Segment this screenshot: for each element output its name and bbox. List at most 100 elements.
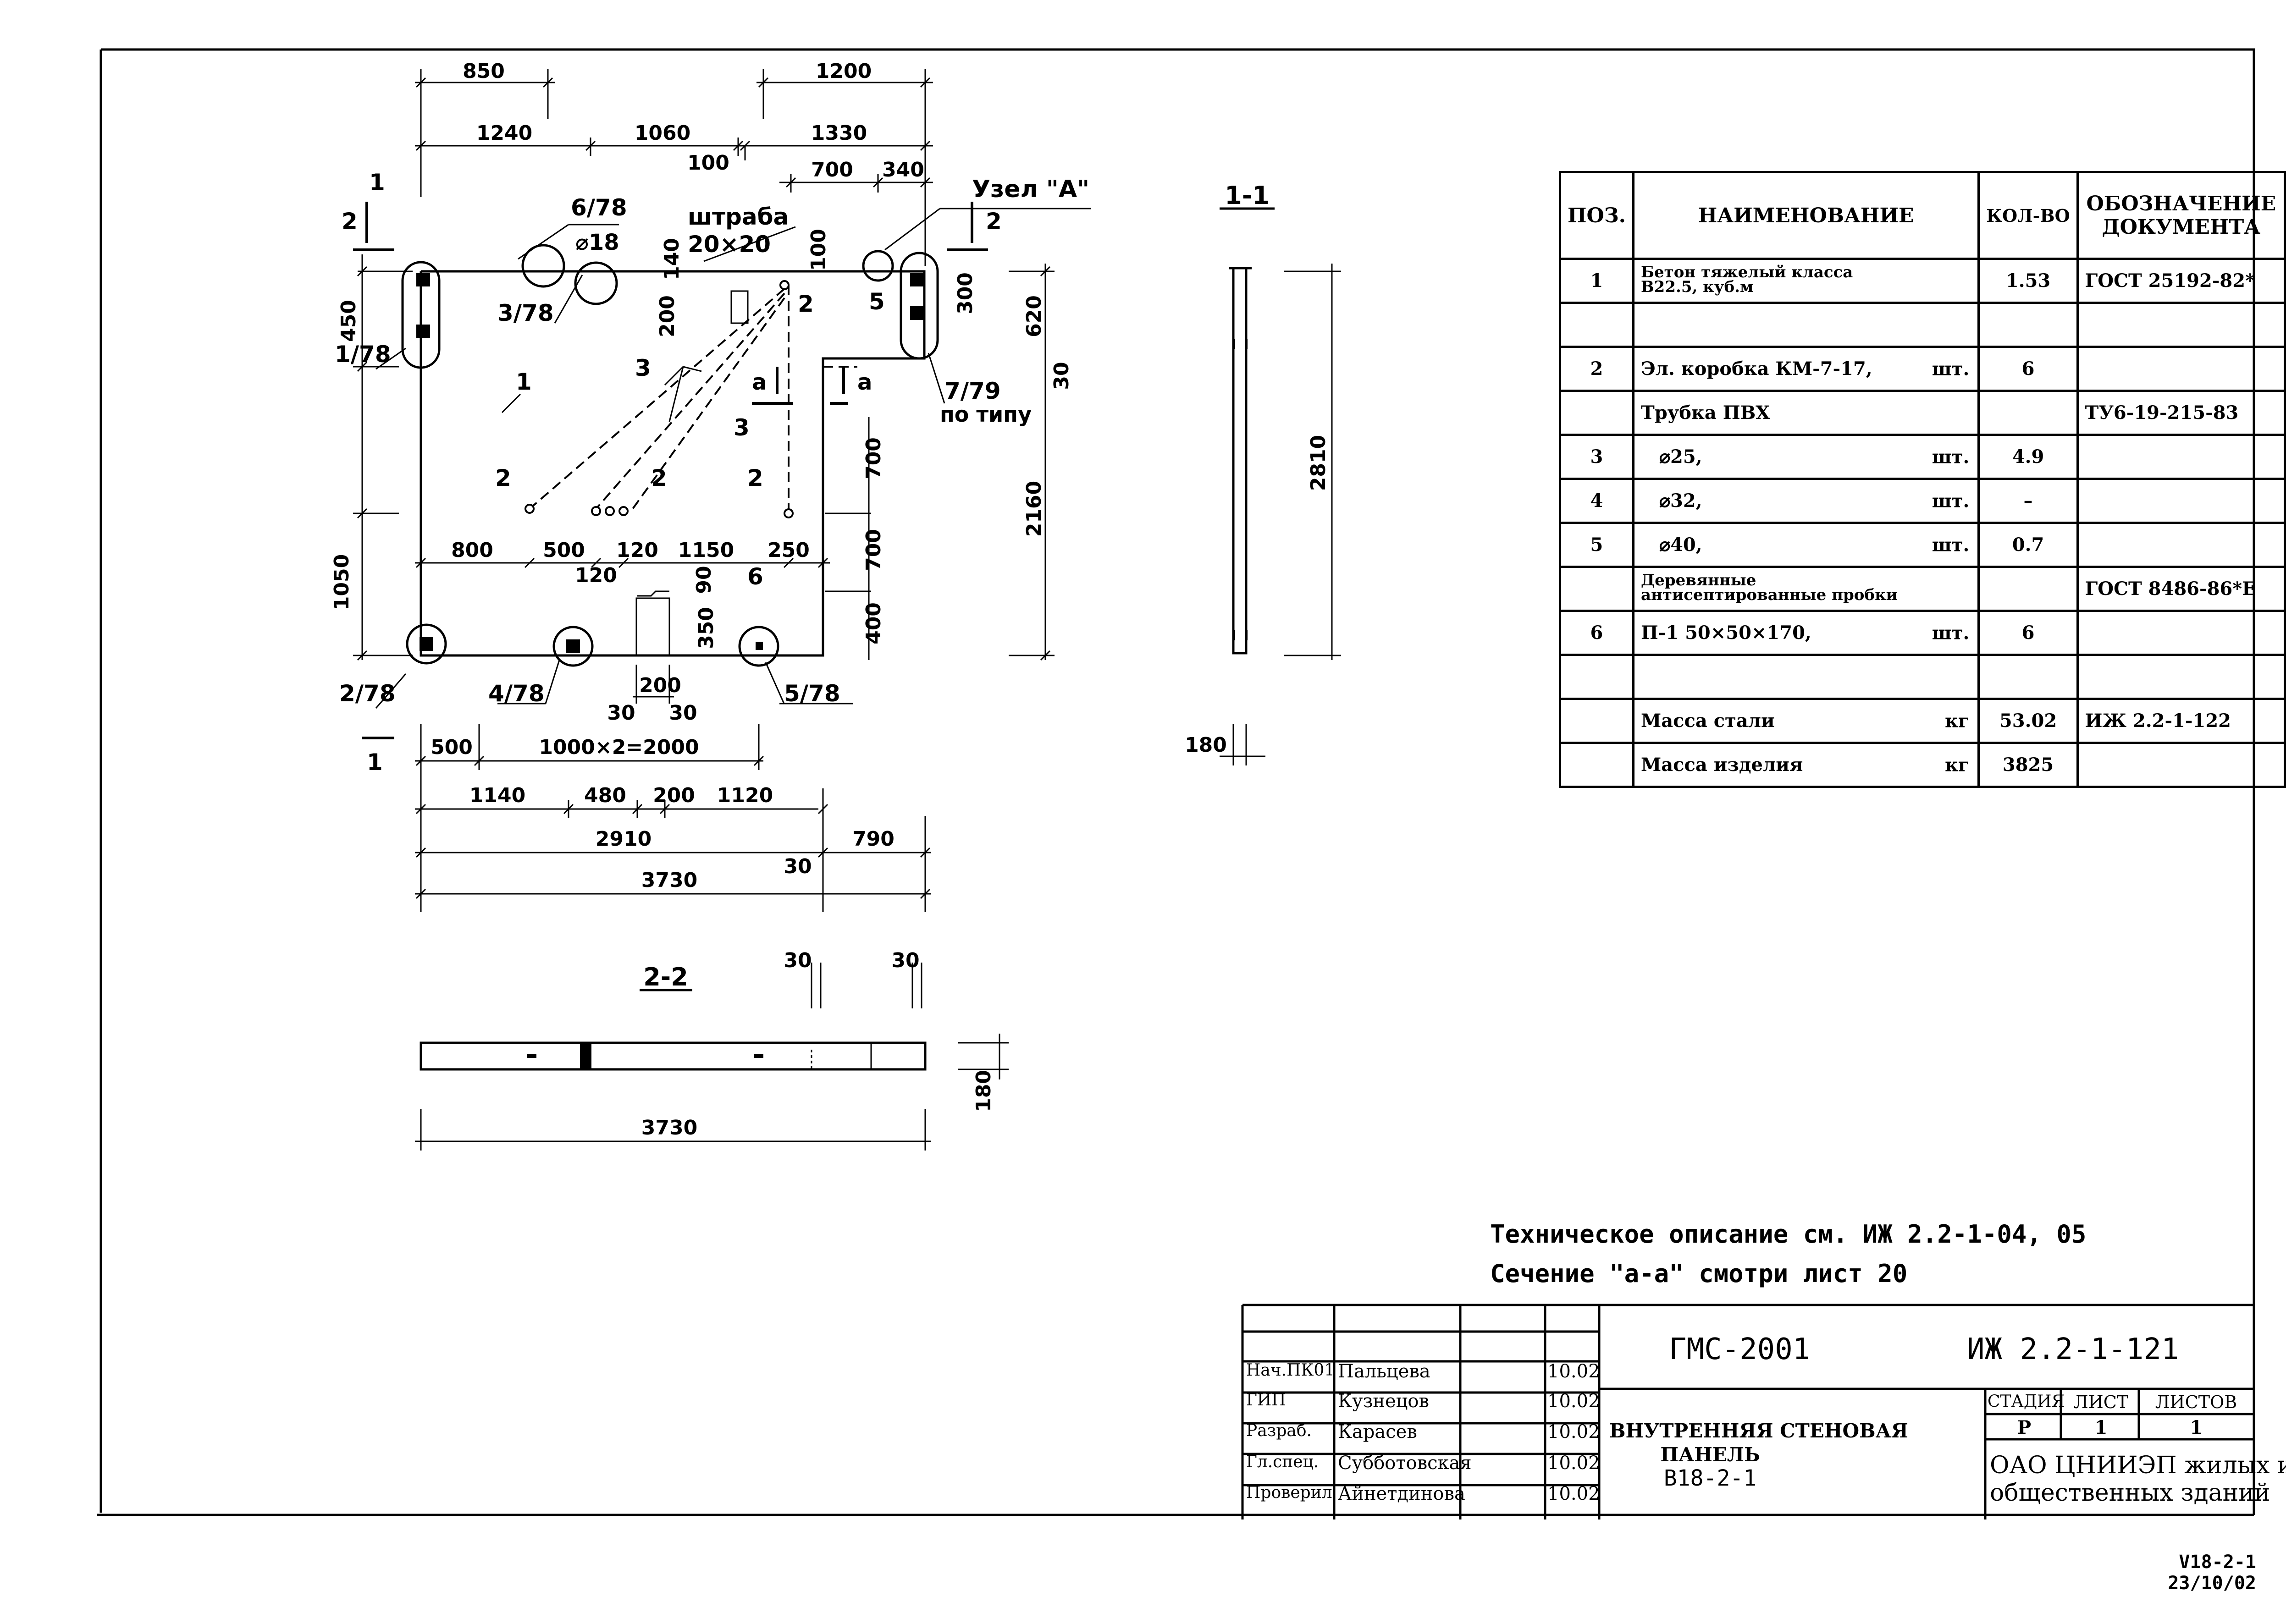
cut-a-left: а [752, 369, 767, 395]
cut-2-top-left: 2 [342, 208, 358, 235]
spec-name-text: Деревянные антисептированные пробки [1640, 571, 1898, 604]
spec-pos [1559, 566, 1634, 612]
sheets-label: ЛИСТОВ [2155, 1392, 2237, 1412]
org-line-1: ОАО ЦНИИЭП жилых и [1990, 1452, 2286, 1479]
spec-doc [2076, 302, 2286, 348]
spec-unit: шт. [1932, 490, 1970, 512]
drawing-labels: 850 1200 1240 1060 1330 100 700 340 Узел… [330, 60, 1330, 1140]
dim-300: 300 [954, 272, 977, 314]
callout-1-78: 1/78 [335, 341, 391, 368]
dim-620: 620 [1022, 295, 1046, 337]
spec-doc [2076, 654, 2286, 700]
dim-120b: 120 [575, 564, 617, 587]
staff-name: Айнетдинова [1338, 1483, 1465, 1504]
spec-header-row: ПОЗ. НАИМЕНОВАНИЕ КОЛ-ВО ОБОЗНАЧЕНИЕ ДОК… [1559, 171, 2286, 260]
project-code: ГМС-2001 [1669, 1332, 1811, 1366]
stage-value: Р [2017, 1417, 2032, 1438]
dim-1050: 1050 [330, 554, 353, 610]
staff-role: ГИП [1246, 1391, 1286, 1409]
spec-pos [1559, 390, 1634, 436]
dim-850: 850 [463, 60, 505, 83]
dim-500b: 500 [431, 736, 473, 759]
spec-qty: 53.02 [1977, 698, 2079, 744]
s22-dim-3730: 3730 [641, 1116, 697, 1140]
spec-name: ⌀32,шт. [1632, 478, 1980, 524]
specification-table: ПОЗ. НАИМЕНОВАНИЕ КОЛ-ВО ОБОЗНАЧЕНИЕ ДОК… [1559, 171, 2286, 788]
pos-1: 1 [516, 369, 532, 395]
dim-350: 350 [695, 607, 718, 649]
spec-doc [2076, 610, 2286, 656]
spec-qty [1977, 302, 2079, 348]
dim-1200: 1200 [816, 60, 872, 83]
panel-outline [420, 270, 926, 657]
note-line-2: Сечение "а-а" смотри лист 20 [1490, 1259, 1908, 1288]
callout-7-79: 7/79 [944, 378, 1001, 404]
title-block-grid [1241, 1304, 2254, 1519]
pos-2a: 2 [798, 291, 814, 317]
org-line-2: общественных зданий [1990, 1479, 2270, 1507]
dimension-ticks [357, 77, 1051, 899]
spec-header-doc: ОБОЗНАЧЕНИЕ ДОКУМЕНТА [2076, 171, 2286, 260]
staff-role: Гл.спец. [1246, 1453, 1319, 1471]
embedded-boxes [635, 290, 749, 656]
dim-1060: 1060 [635, 121, 690, 145]
s22-dim-30a: 30 [784, 949, 812, 972]
sheet-title-3: В18-2-1 [1663, 1465, 1757, 1491]
dim-700a: 700 [862, 437, 885, 479]
spec-unit: шт. [1932, 622, 1970, 644]
anchor-plates [416, 273, 924, 653]
dim-120a: 120 [616, 539, 658, 562]
dim-700b: 700 [862, 529, 885, 571]
spec-qty [1977, 654, 2079, 700]
spec-header-pos: ПОЗ. [1559, 171, 1634, 260]
pos-2d: 2 [747, 465, 763, 491]
spec-unit: шт. [1932, 358, 1970, 380]
section-2-2 [415, 963, 1009, 1151]
spec-qty: 3825 [1977, 742, 2079, 788]
staff-date: 10.02 [1547, 1421, 1600, 1442]
cut-a-right: а [857, 369, 872, 395]
dim-30b: 30 [669, 701, 697, 725]
spec-doc [2076, 742, 2286, 788]
spec-row: 5⌀40,шт.0.7 [1559, 522, 2286, 568]
conduit-lines [529, 285, 857, 513]
spec-qty: 6 [1977, 610, 2079, 656]
dim-1120: 1120 [717, 784, 773, 807]
spec-name-text: ⌀25, [1659, 446, 1702, 468]
spec-unit: шт. [1932, 534, 1970, 556]
spec-qty: 4.9 [1977, 434, 2079, 480]
spec-unit: кг [1945, 710, 1970, 732]
staff-name: Субботовская [1338, 1453, 1472, 1474]
sheet-title-2: ПАНЕЛЬ [1660, 1443, 1760, 1466]
dim-450: 450 [337, 300, 360, 342]
dim-2910: 2910 [596, 827, 652, 851]
spec-name: Эл. коробка КМ-7-17,шт. [1632, 346, 1980, 392]
spec-pos: 4 [1559, 478, 1634, 524]
spec-row: Деревянные антисептированные пробки ГОСТ … [1559, 566, 2286, 612]
document-code: ИЖ 2.2-1-121 [1967, 1332, 2179, 1366]
callout-6-78: 6/78 [571, 194, 627, 221]
spec-name: Деревянные антисептированные пробки [1632, 566, 1980, 612]
staff-name: Карасев [1338, 1421, 1417, 1442]
spec-doc [2076, 346, 2286, 392]
spec-pos: 5 [1559, 522, 1634, 568]
spec-doc: ИЖ 2.2-1-122 [2076, 698, 2286, 744]
spec-name [1632, 654, 1980, 700]
spec-doc [2076, 522, 2286, 568]
spec-name [1632, 302, 1980, 348]
spec-pos: 6 [1559, 610, 1634, 656]
dimension-lines [353, 69, 1055, 912]
cut-1-top: 1 [369, 169, 385, 196]
spec-pos [1559, 742, 1634, 788]
dim-2810: 2810 [1307, 435, 1330, 491]
dim-340: 340 [882, 158, 924, 182]
spec-doc: ГОСТ 8486-86*Е [2076, 566, 2286, 612]
spec-name-text: Бетон тяжелый класса В22.5, куб.м [1640, 263, 1853, 296]
spec-pos [1559, 654, 1634, 700]
